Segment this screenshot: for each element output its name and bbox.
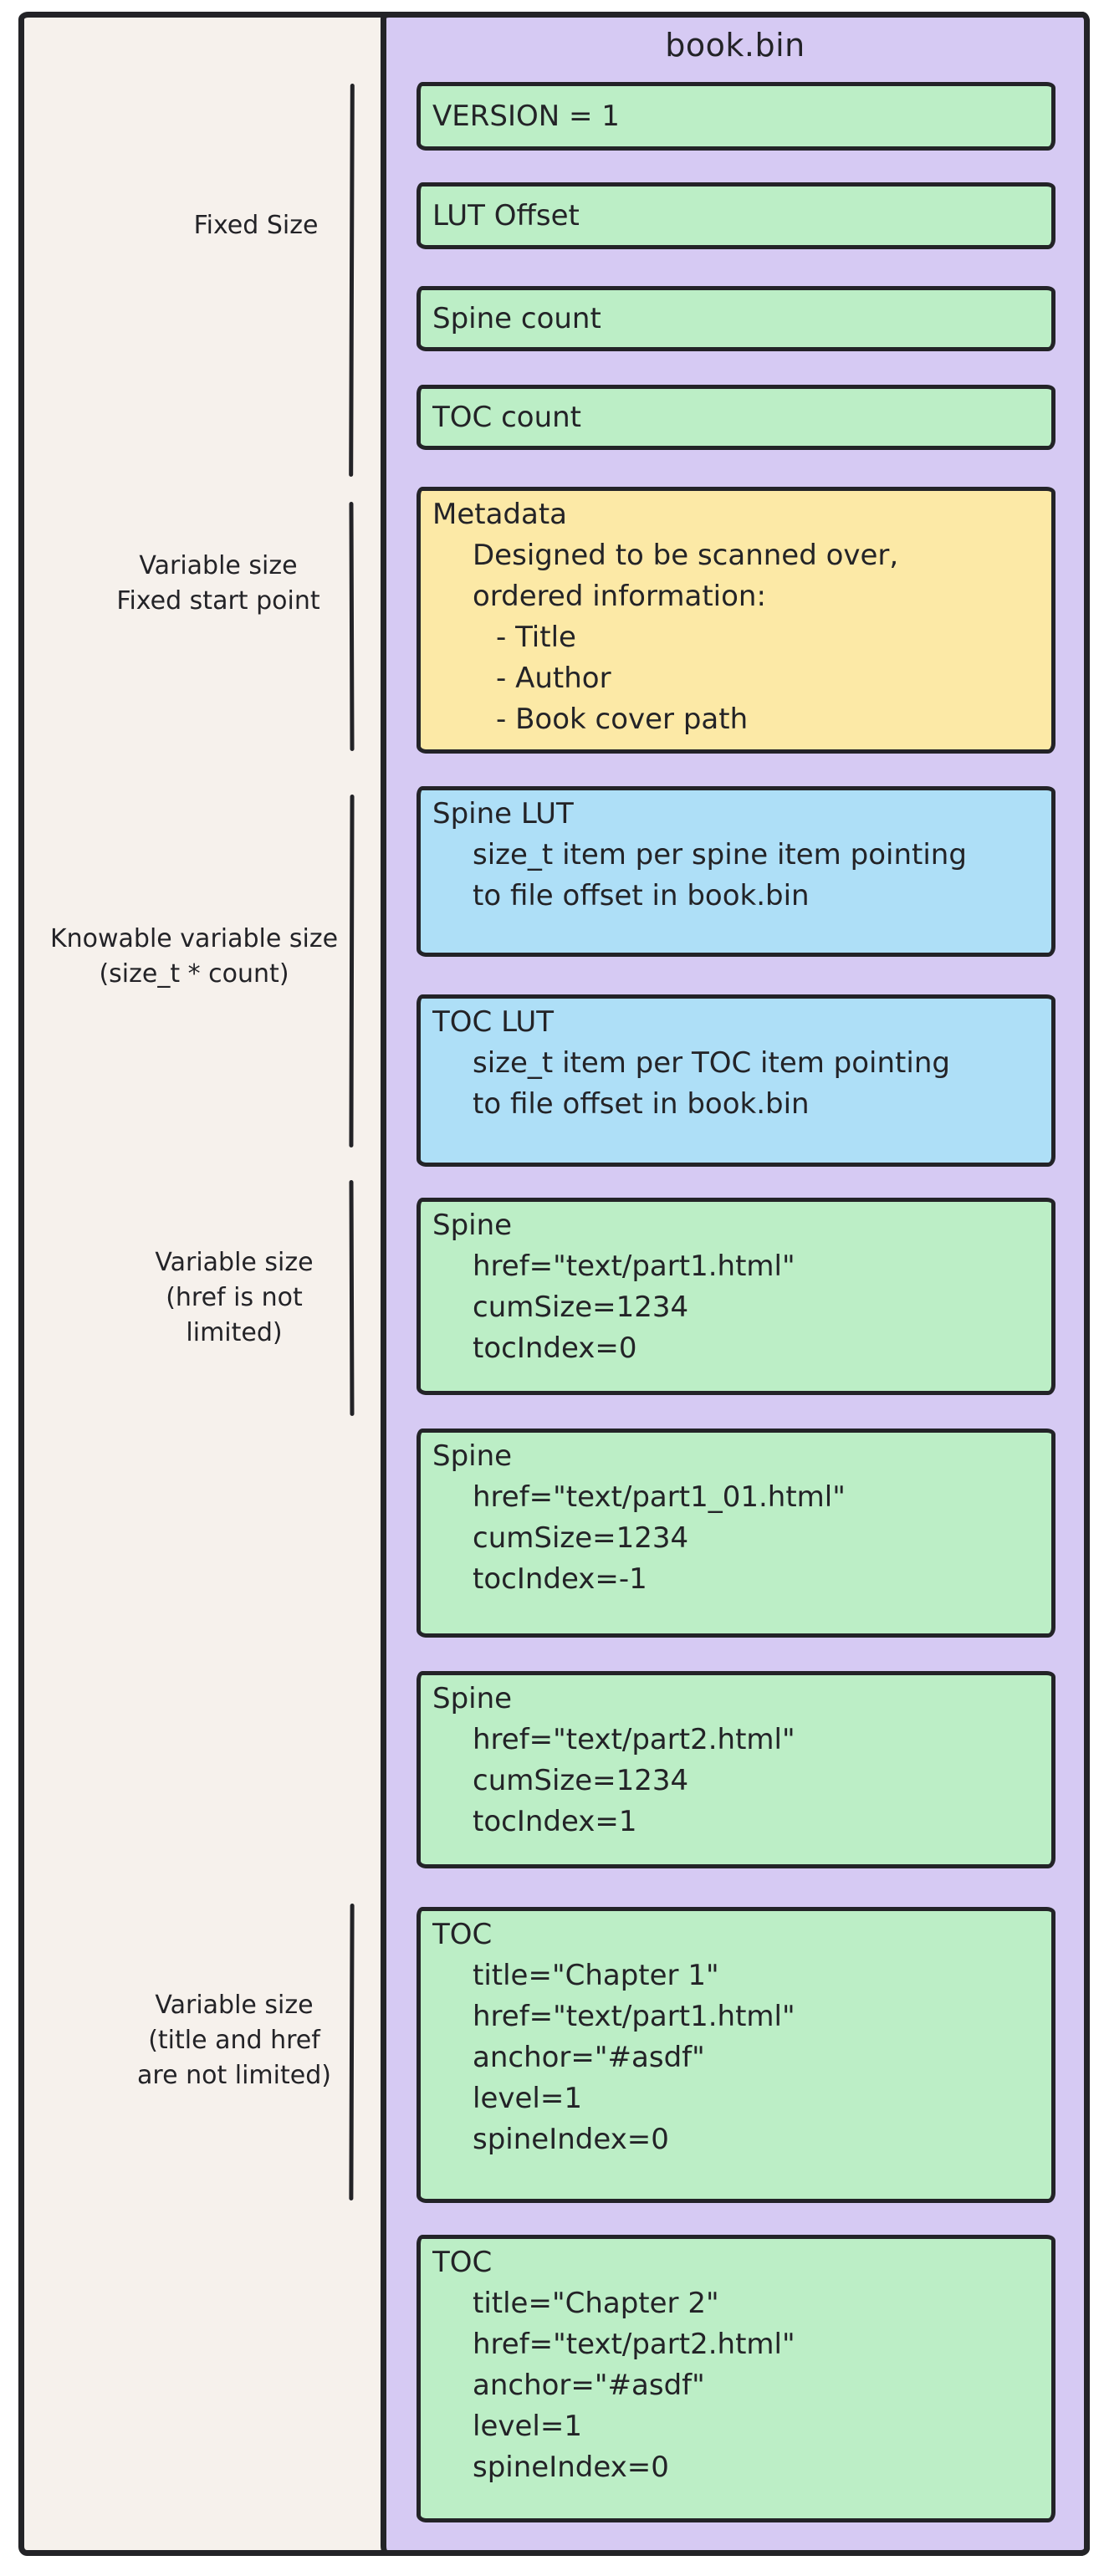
box-line: LUT Offset: [432, 198, 580, 233]
label-line: (size_t * count): [99, 959, 289, 989]
label-line: Fixed start point: [116, 586, 320, 616]
box-line: cumSize=1234: [473, 1521, 689, 1555]
box-line: href="text/part2.html": [473, 2328, 795, 2361]
box-line: TOC LUT: [432, 1005, 554, 1039]
box-spine-lut: Spine LUT size_t item per spine item poi…: [417, 786, 1055, 957]
box-spine-item-1: Spine href="text/part1.html" cumSize=123…: [417, 1198, 1055, 1395]
box-line: TOC: [432, 1918, 493, 1951]
label-line: (title and href: [148, 2026, 320, 2055]
box-line: TOC: [432, 2246, 493, 2279]
label-line: limited): [186, 1318, 283, 1347]
box-line: tocIndex=0: [473, 1331, 637, 1365]
bracket-variable-size-fixed-start: [349, 501, 355, 752]
box-line: level=1: [473, 2410, 582, 2443]
label-toc-variable-size: Variable size (title and href are not li…: [137, 1988, 331, 2093]
label-line: are not limited): [137, 2061, 331, 2090]
box-line: ordered information:: [473, 580, 766, 613]
box-line: spineIndex=0: [473, 2451, 669, 2484]
box-line: href="text/part1_01.html": [473, 1480, 846, 1514]
box-line: spineIndex=0: [473, 2123, 669, 2156]
box-metadata: Metadata Designed to be scanned over, or…: [417, 487, 1055, 754]
box-line: title="Chapter 1": [473, 1959, 719, 1992]
box-line: Spine LUT: [432, 797, 574, 831]
label-knowable-variable-size: Knowable variable size (size_t * count): [50, 922, 338, 992]
label-spine-variable-size: Variable size (href is not limited): [155, 1245, 313, 1351]
label-line: (href is not: [166, 1283, 303, 1312]
box-line: anchor="#asdf": [473, 2041, 705, 2074]
box-line: title="Chapter 2": [473, 2287, 719, 2320]
box-spine-count: Spine count: [417, 286, 1055, 351]
box-line: Spine count: [432, 301, 601, 335]
label-variable-size-fixed-start: Variable size Fixed start point: [116, 549, 319, 619]
box-line: VERSION = 1: [432, 99, 620, 133]
box-line: Spine: [432, 1682, 513, 1715]
box-line: cumSize=1234: [473, 1291, 689, 1324]
box-lut-offset: LUT Offset: [417, 182, 1055, 249]
box-spine-item-3: Spine href="text/part2.html" cumSize=123…: [417, 1671, 1055, 1868]
box-line: TOC count: [432, 400, 582, 434]
label-line: Knowable variable size: [49, 924, 339, 953]
box-toc-item-1: TOC title="Chapter 1" href="text/part1.h…: [417, 1907, 1055, 2203]
bracket-spine-variable-size: [349, 1179, 355, 1417]
box-line: level=1: [473, 2082, 582, 2115]
box-line: to file offset in book.bin: [473, 1087, 810, 1121]
label-fixed-size: Fixed Size: [194, 208, 319, 243]
box-line: to file offset in book.bin: [473, 879, 810, 912]
label-line: Variable size: [155, 1991, 314, 2020]
box-line: Spine: [432, 1209, 513, 1242]
box-line: Designed to be scanned over,: [473, 539, 899, 572]
box-line: Spine: [432, 1439, 513, 1473]
label-line: Fixed Size: [193, 211, 319, 240]
label-line: Variable size: [139, 551, 298, 580]
box-line: - Title: [496, 621, 576, 654]
box-line: tocIndex=1: [473, 1805, 637, 1838]
box-line: cumSize=1234: [473, 1764, 689, 1797]
box-toc-lut: TOC LUT size_t item per TOC item pointin…: [417, 994, 1055, 1167]
box-version: VERSION = 1: [417, 82, 1055, 151]
box-toc-count: TOC count: [417, 385, 1055, 450]
box-line: tocIndex=-1: [473, 1562, 647, 1596]
box-line: - Book cover path: [496, 703, 749, 736]
box-line: href="text/part2.html": [473, 1723, 795, 1756]
box-toc-item-2: TOC title="Chapter 2" href="text/part2.h…: [417, 2235, 1055, 2522]
box-line: size_t item per spine item pointing: [473, 838, 967, 871]
box-line: anchor="#asdf": [473, 2369, 705, 2402]
label-line: Variable size: [155, 1248, 314, 1277]
box-line: href="text/part1.html": [473, 1250, 795, 1283]
box-line: href="text/part1.html": [473, 2000, 795, 2033]
box-spine-item-2: Spine href="text/part1_01.html" cumSize=…: [417, 1429, 1055, 1638]
box-line: Metadata: [432, 498, 568, 531]
box-line: size_t item per TOC item pointing: [473, 1046, 950, 1080]
box-line: - Author: [496, 662, 611, 695]
file-title: book.bin: [665, 27, 805, 64]
